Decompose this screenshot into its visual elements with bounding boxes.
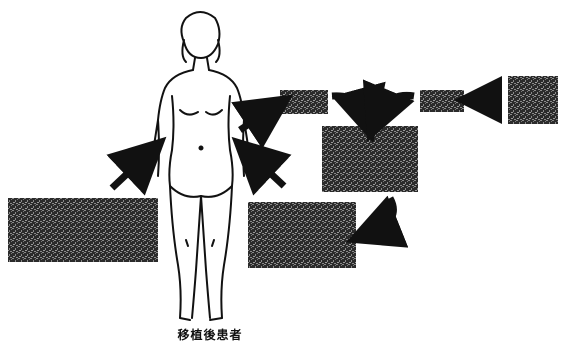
figure-navel [200,147,203,150]
box-bottom-middle [248,202,356,268]
box-center [322,126,418,192]
figure-feet [180,318,222,320]
figure-left-side [169,96,173,186]
box-far-right [508,76,558,124]
arrow-curve-bottom [372,198,393,232]
figure-caption: 移植後患者 [150,326,270,343]
figure-neck [193,58,209,70]
figure-chest [180,110,222,115]
figure-right-side [229,96,233,186]
box-left-large [8,198,158,262]
figure-left-leg [170,186,201,318]
box-top-small-right [420,90,464,112]
figure-right-leg [201,186,232,318]
arrow-curve-right [378,95,414,116]
arrow-left-to-body [112,156,146,188]
arrow-center-to-body [252,156,284,186]
arrow-curve-left [332,96,366,116]
human-figure [146,12,256,320]
box-top-small-left [280,90,328,114]
figure-knees [186,240,214,246]
figure-head [181,12,219,58]
